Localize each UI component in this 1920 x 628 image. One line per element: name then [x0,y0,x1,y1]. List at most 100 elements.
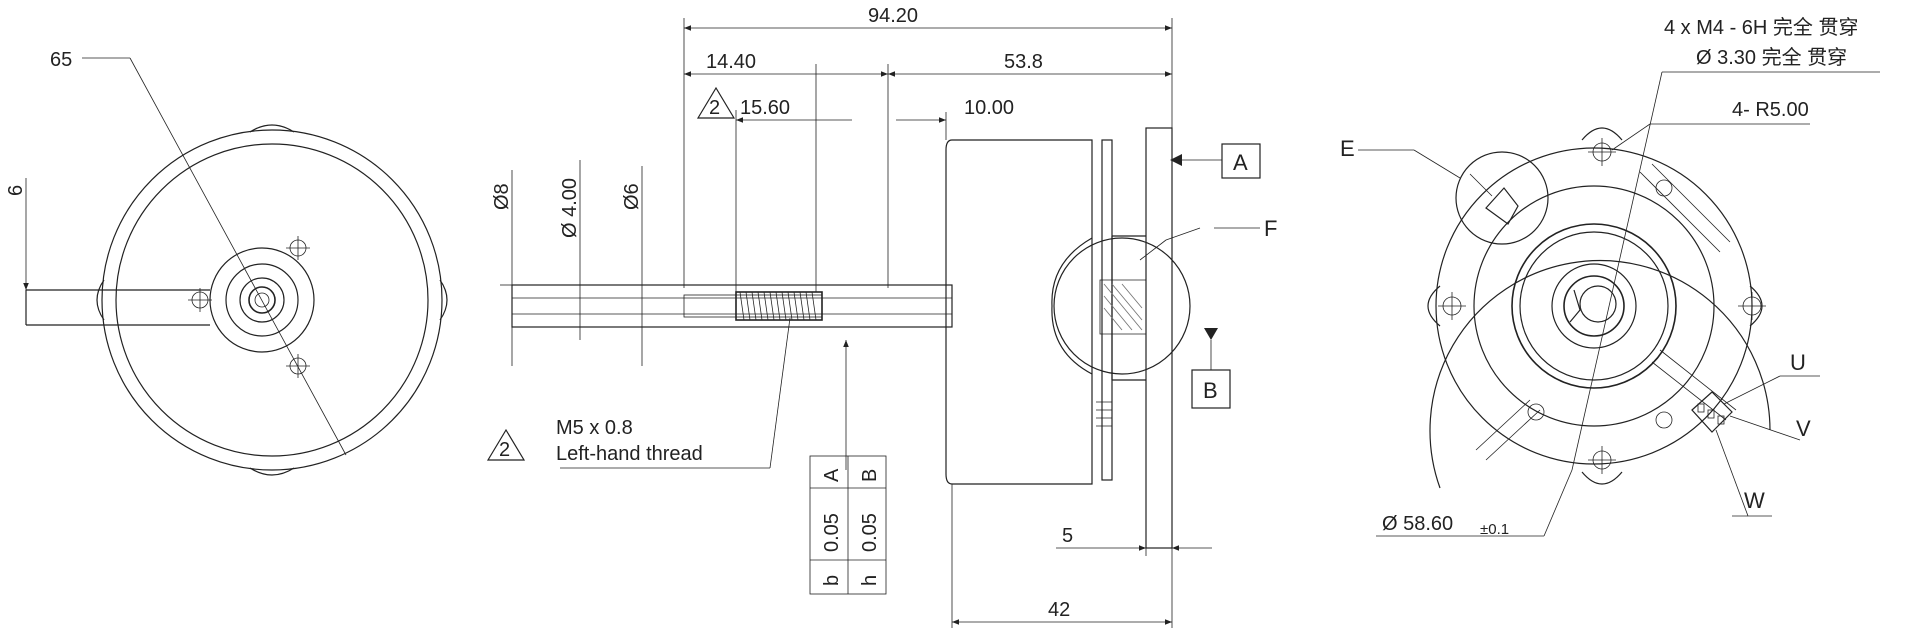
mount-hole-left [188,288,212,312]
diameter-leader [129,57,347,456]
thread-spec-label: M5 x 0.8 [556,417,633,439]
shaft-boss [1551,263,1637,349]
diameter-tolerance-label: ±0.1 [1480,521,1509,538]
holes-spec-line1: 4 x M4 - 6H 完全 贯穿 [1664,16,1858,39]
terminal-connector [1691,391,1733,433]
dim-94-label: 94.20 [868,5,918,27]
top-tab [249,124,295,133]
w-leader [1715,429,1749,517]
diameter-leader [1543,469,1573,537]
terminal-w-label: W [1744,488,1765,513]
shaft-end [1579,285,1617,323]
diameter-65-label: 65 [50,49,72,71]
dim-42-label: 42 [1048,599,1070,621]
datum-a-label: A [1233,150,1248,175]
holes-leader [1571,71,1663,471]
detail-f-label: F [1264,216,1277,241]
dim-4-label: Ø 4.00 [559,178,581,238]
mounting-flange [1145,127,1173,549]
detail-e-label: E [1340,136,1355,161]
shaft-body [511,284,953,328]
motor-outer-circle [101,129,443,471]
datum-a-triangle [1170,154,1182,166]
radius-label: 4- R5.00 [1732,99,1809,121]
housing-outline [1429,259,1771,489]
side-view: F A B 94.20 14.40 53.8 15.60 2 [486,5,1277,628]
dim-15-label: 15.60 [740,97,790,119]
slot-upper-right [1639,163,1731,253]
shaft-keyway [1569,289,1581,323]
terminal-v-label: V [1796,416,1811,441]
dim-5-label: 5 [1062,525,1073,547]
motor-inner-circle [115,143,429,457]
dim-14-label: 14.40 [706,51,756,73]
dim-6-label: Ø6 [621,183,643,210]
detail-e-leader [1413,149,1461,179]
datum-b-label: B [1203,378,1218,403]
detail-f-circle [1053,237,1191,375]
mount-hole-right-right [1738,285,1766,327]
datum-a-box [1221,143,1261,179]
tolerance-symbol-b: b [821,575,843,586]
v-leader [1729,415,1801,441]
shaft-core [248,286,276,314]
datum-b-box [1191,369,1231,409]
tolerance-symbol-h: h [859,575,881,586]
note-2-triangle-top: 2 [696,86,736,119]
bearing-housing-inner [1519,231,1669,381]
left-tab [96,279,105,321]
slot-upper-right-pin [1655,179,1673,197]
height-6-label: 6 [5,185,27,196]
tolerance-datum-a: A [821,468,843,482]
slot-lower-right [1651,349,1737,421]
svg-text:2: 2 [499,439,510,461]
slot-lower-right-pin [1655,411,1673,429]
bearing-profile [1051,237,1093,375]
holes-spec-line2: Ø 3.30 完全 贯穿 [1696,46,1847,69]
shaft-circle [239,277,285,323]
detail-e-slot [1469,173,1493,197]
dim-53-label: 53.8 [1004,51,1043,73]
bearing-hatch [1103,283,1143,331]
left-end-view: 6 65 [5,49,448,476]
thread-region [735,291,823,321]
thread-direction-label: Left-hand thread [556,443,703,465]
thread-leader [769,317,791,469]
dim-8-label: Ø8 [491,183,513,210]
terminal-u-label: U [1790,350,1806,375]
bearing-section [1099,279,1147,335]
svg-text:2: 2 [709,97,720,119]
detail-f-leader [1139,227,1201,261]
connector-pins [1096,401,1112,427]
mount-hole-right-bottom [1581,446,1623,485]
right-tab [439,279,448,321]
u-leader [1723,375,1781,405]
bottom-tab [249,467,295,476]
shaft-center [254,292,270,308]
tolerance-value-a: 0.05 [821,513,843,552]
tolerance-value-b: 0.05 [859,513,881,552]
hub-inner [225,263,299,337]
mount-hole-right-left [1427,285,1466,327]
shaft-bore [1563,275,1625,337]
tolerance-datum-b: B [859,469,881,482]
detail-e-circle [1455,151,1549,245]
note-2-triangle-bottom: 2 [486,428,526,461]
dim-10-label: 10.00 [964,97,1014,119]
tolerance-table: A B 0.05 0.05 b h [809,455,887,595]
flange-ring [1473,185,1715,427]
mount-hole-top [286,236,310,260]
motor-body [945,139,1093,485]
slot-lower-left-pin [1527,403,1545,421]
detail-e-part [1485,187,1519,225]
diameter-58-label: Ø 58.60 [1382,513,1453,535]
mount-hole-right-top [1581,127,1623,166]
flange-step [1111,235,1146,381]
thread-hatch [739,291,817,321]
right-end-view: E 4 x M4 - 6H 完全 贯穿 Ø 3.30 完全 贯穿 4- R5.0… [1340,16,1880,538]
flange-plate [1101,139,1113,481]
bearing-housing-outer [1511,223,1677,389]
radius-leader [1611,123,1651,151]
datum-b-triangle [1204,328,1218,340]
